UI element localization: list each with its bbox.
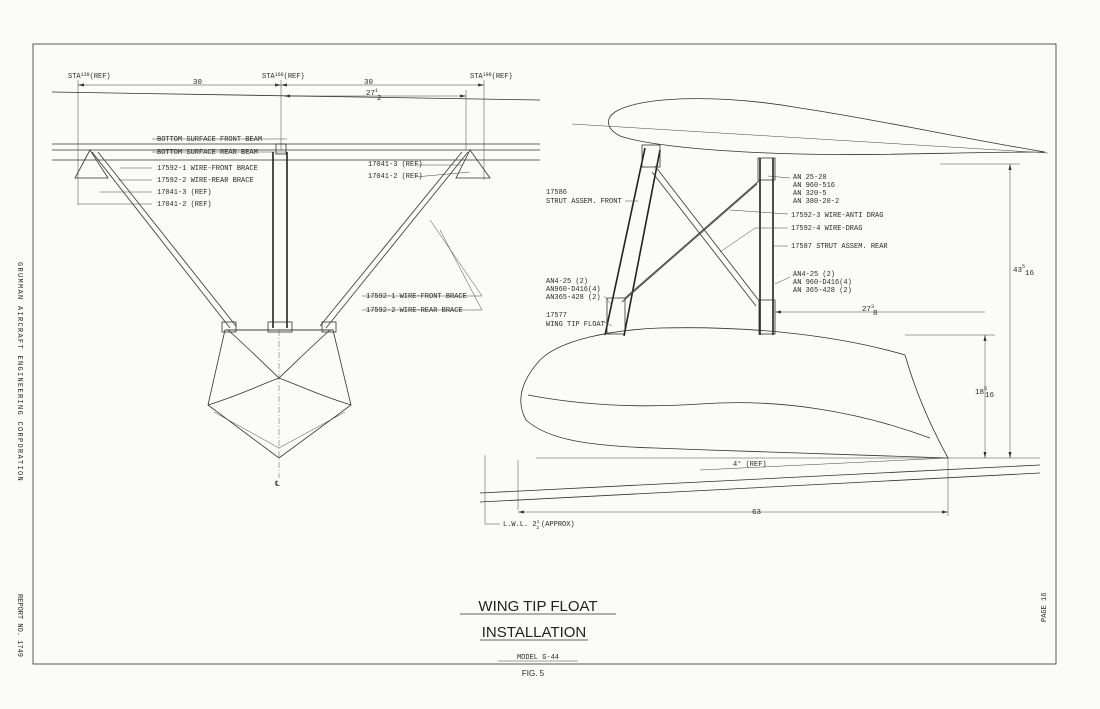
dim-18-5-16: 185: [975, 386, 987, 397]
span-dim-a: 30: [193, 79, 203, 87]
centerline-symbol: ℄: [274, 480, 281, 489]
label-float: WING TIP FLOAT: [546, 321, 605, 329]
hw-upper-3: AN 320-5: [793, 190, 827, 198]
model-label: MODEL G-44: [517, 654, 559, 662]
drawing-border: [32, 43, 1057, 665]
hw-rear-3: AN 365-428 (2): [793, 287, 852, 295]
dim-27-3-8-den: 8: [873, 310, 878, 318]
station-139-label: STA139(REF): [68, 72, 111, 81]
label-front-beam: BOTTOM SURFACE FRONT BEAM: [157, 136, 262, 144]
offset-dim-den: 2: [377, 95, 382, 103]
label-17041-3-right: 17041-3 (REF): [368, 161, 423, 169]
dim-43-5-16: 435: [1013, 264, 1025, 275]
angle-label: 4° (REF): [733, 460, 767, 469]
dim-63: 63: [752, 509, 762, 517]
label-wire-front-brace: 17592-1 WIRE-FRONT BRACE: [157, 165, 258, 173]
page-number: PAGE 16: [1041, 593, 1049, 622]
side-view: AN 25-20 AN 960-516 AN 320-5 AN 380-20-2…: [479, 98, 1049, 531]
span-dim-b: 30: [364, 79, 374, 87]
station-168-label: STA168(REF): [262, 72, 305, 81]
label-17041-2-left: 17041-2 (REF): [157, 201, 212, 209]
front-view: STA139(REF) STA168(REF) STA198(REF) 30 3…: [51, 72, 541, 489]
dim-18-5-16-den: 16: [985, 392, 995, 400]
hw-upper-2: AN 960-516: [793, 182, 835, 190]
label-strut-front-num: 17586: [546, 189, 567, 197]
report-number: REPORT NO. 1749: [15, 594, 23, 657]
title-line-1: WING TIP FLOAT: [478, 598, 597, 615]
station-198-label: STA198(REF): [470, 72, 513, 81]
label-wire-drag: 17592-4 WIRE-DRAG: [791, 225, 862, 233]
hw-rear-2: AN 960-D416(4): [793, 279, 852, 287]
hw-upper-4: AN 380-20-2: [793, 198, 839, 206]
hw-front-1: AN4-25 (2): [546, 278, 588, 286]
hw-upper-1: AN 25-20: [793, 174, 827, 182]
offset-dim: 271: [366, 88, 378, 98]
label-17041-2-right: 17041-2 (REF): [368, 173, 423, 181]
company-vertical: GRUMMAN AIRCRAFT ENGINEERING CORPORATION: [15, 262, 23, 482]
float-side: [520, 327, 949, 459]
label-float-num: 17577: [546, 312, 567, 320]
dim-27-3-8: 273: [862, 304, 874, 314]
dim-43-5-16-den: 16: [1025, 270, 1035, 278]
label-strut-rear: 17587 STRUT ASSEM. REAR: [791, 243, 888, 251]
label-wire-front-brace-2: 17592-1 WIRE-FRONT BRACE: [366, 293, 467, 301]
label-wire-rear-brace: 17592-2 WIRE-REAR BRACE: [157, 177, 254, 185]
label-17041-3-left: 17041-3 (REF): [157, 189, 212, 197]
title-line-2: INSTALLATION: [482, 624, 586, 641]
label-wire-anti-drag: 17592-3 WIRE-ANTI DRAG: [791, 212, 883, 220]
label-strut-front: STRUT ASSEM. FRONT: [546, 198, 622, 206]
hw-front-3: AN365-428 (2): [546, 294, 601, 302]
label-rear-beam: BOTTOM SURFACE REAR BEAM: [157, 149, 258, 157]
hw-front-2: AN960-D416(4): [546, 286, 601, 294]
wing-airfoil: [608, 98, 1046, 155]
hw-rear-1: AN4-25 (2): [793, 271, 835, 279]
label-wire-rear-brace-2: 17592-2 WIRE-REAR BRACE: [366, 307, 463, 315]
figure-label: FIG. 5: [522, 669, 545, 678]
